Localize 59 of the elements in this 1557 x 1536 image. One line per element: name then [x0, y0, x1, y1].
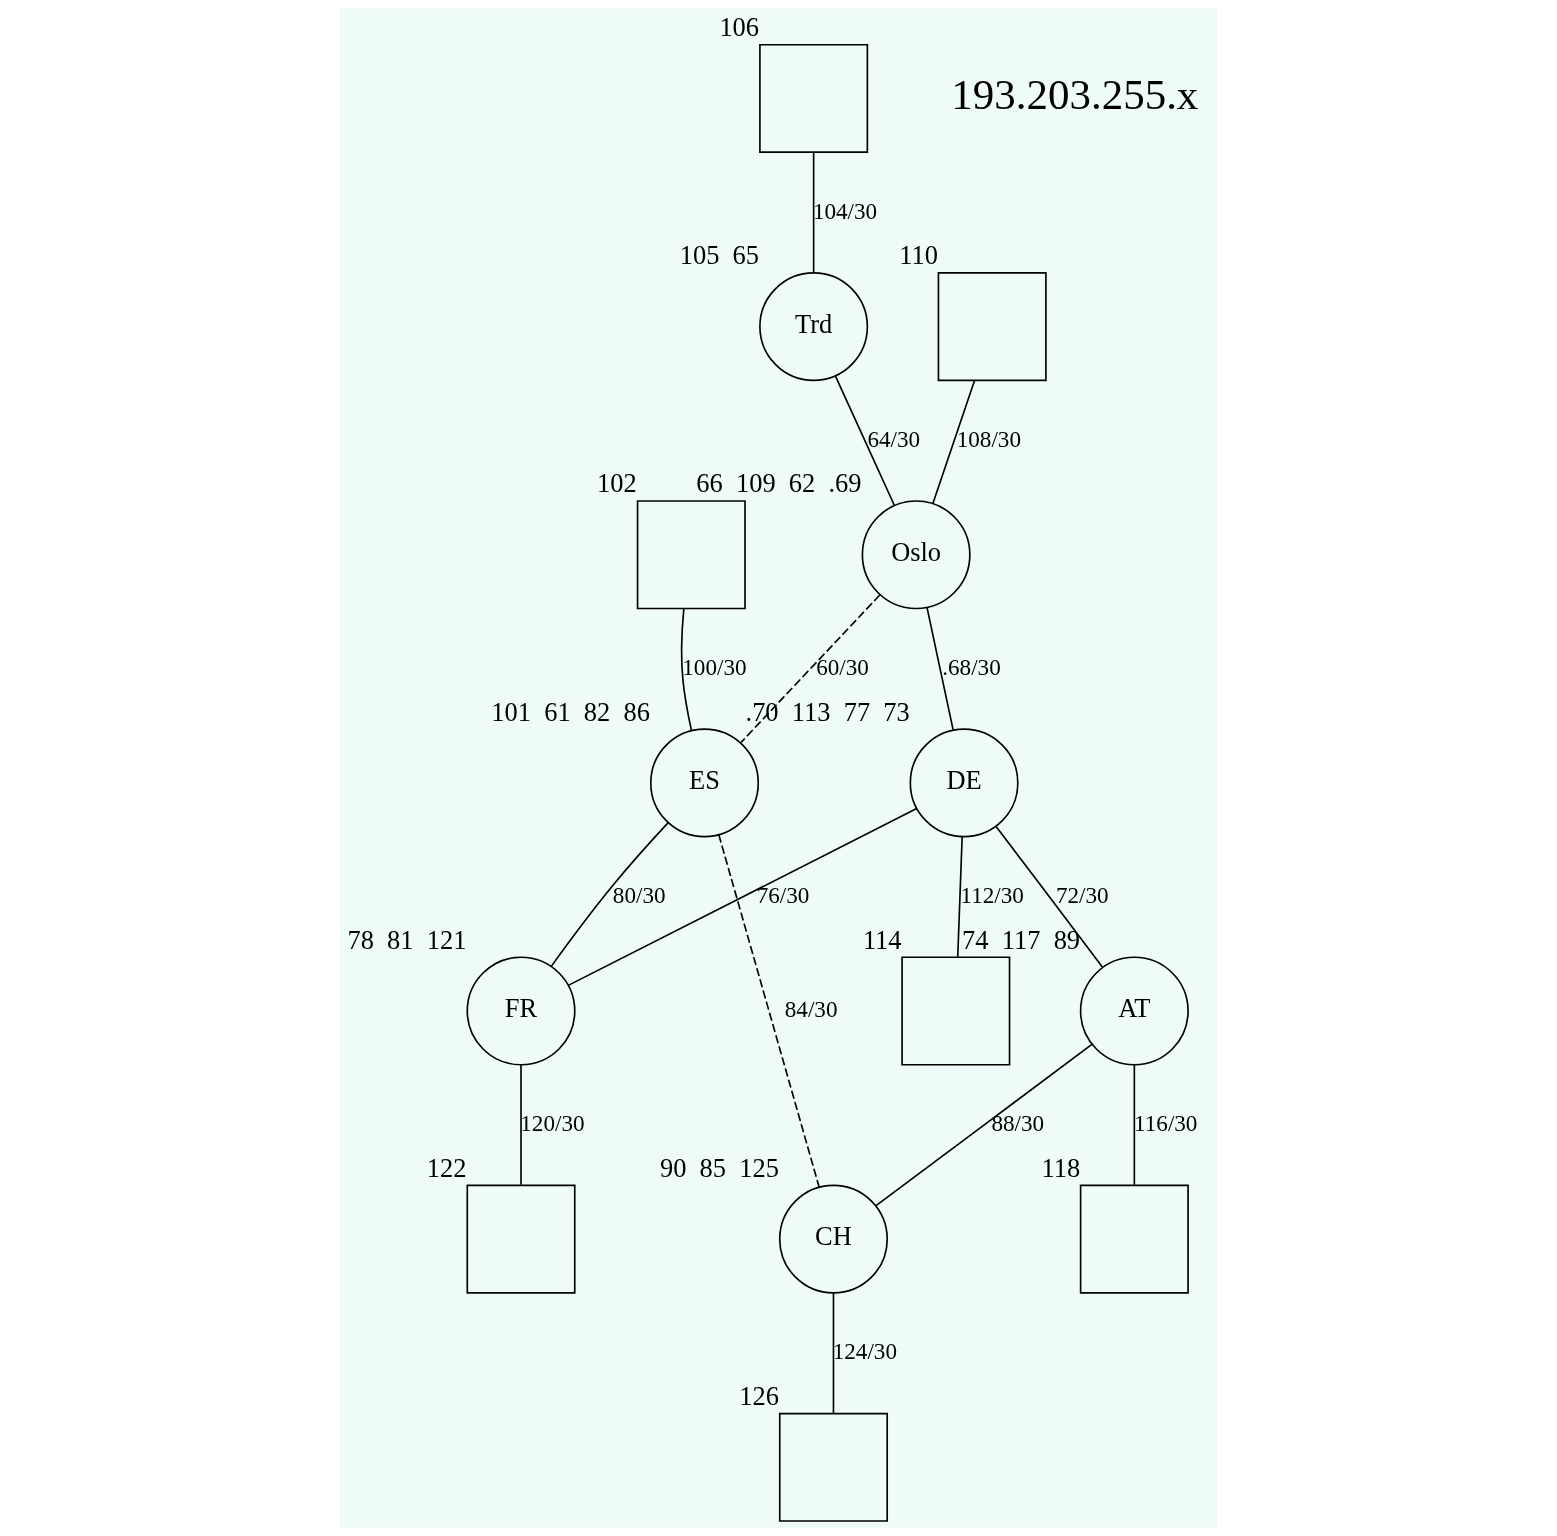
- edge-label: 80/30: [612, 882, 666, 909]
- edge-label: 120/30: [520, 1110, 585, 1137]
- edge-label: .68/30: [942, 653, 1001, 680]
- edge-label: 116/30: [1134, 1110, 1198, 1137]
- edge-label: 112/30: [960, 882, 1024, 909]
- node-label: 122: [426, 1152, 467, 1183]
- connector: [680, 607, 693, 732]
- connector: [1133, 1064, 1136, 1186]
- edge-label: 72/30: [1055, 882, 1109, 909]
- connector: [567, 807, 918, 986]
- node-label: 66 109 62 .69: [696, 468, 862, 499]
- node-circle: Trd: [759, 272, 869, 382]
- label: 193.203.255.x: [951, 70, 1199, 118]
- node-box: [901, 956, 1011, 1066]
- connector: [956, 835, 963, 958]
- edge-label: 84/30: [784, 996, 838, 1023]
- edge-label: 104/30: [812, 197, 878, 224]
- node-label: 101 61 82 86: [491, 696, 650, 727]
- connector: [932, 379, 976, 505]
- node-box: [778, 1412, 889, 1522]
- connector: [995, 825, 1104, 968]
- node-label: 74 117 89: [962, 924, 1081, 955]
- node-box: [937, 272, 1047, 382]
- node-circle: DE: [909, 728, 1019, 838]
- node-circle: Oslo: [861, 500, 971, 610]
- node-circle: ES: [649, 728, 760, 838]
- node-circle: CH: [778, 1184, 889, 1294]
- edge-label: 60/30: [816, 653, 869, 680]
- edge-label: 64/30: [867, 425, 921, 452]
- node-label: 118: [1041, 1152, 1081, 1183]
- connector: [718, 833, 820, 1188]
- node-label: 110: [899, 240, 938, 271]
- node-label: 102: [597, 468, 637, 499]
- connector: [926, 606, 954, 731]
- edge-label: 88/30: [991, 1110, 1045, 1137]
- edge-label: 100/30: [682, 653, 747, 680]
- connector: [832, 1292, 835, 1414]
- node-label: 90 85 125: [659, 1152, 779, 1183]
- node-box: [636, 500, 746, 610]
- node-box: [466, 1184, 576, 1294]
- edge-label: 108/30: [956, 425, 1021, 452]
- node-label: .70 113 77 73: [745, 696, 910, 727]
- connector: [812, 151, 815, 274]
- connector: [740, 594, 881, 744]
- node-label: 105 65: [679, 240, 760, 271]
- node-box: [759, 43, 869, 154]
- connector: [874, 1043, 1093, 1207]
- node-circle: FR: [466, 956, 576, 1066]
- edge-label: 76/30: [756, 882, 810, 909]
- connector: [550, 821, 670, 968]
- node-label: 126: [739, 1380, 779, 1411]
- node-circle: AT: [1079, 956, 1189, 1066]
- connector: [834, 375, 896, 507]
- edge-label: 124/30: [832, 1338, 897, 1365]
- node-label: 114: [862, 924, 902, 955]
- connector: [520, 1064, 522, 1186]
- node-label: 78 81 121: [347, 924, 467, 955]
- node-label: 106: [719, 12, 760, 43]
- node-box: [1079, 1184, 1189, 1294]
